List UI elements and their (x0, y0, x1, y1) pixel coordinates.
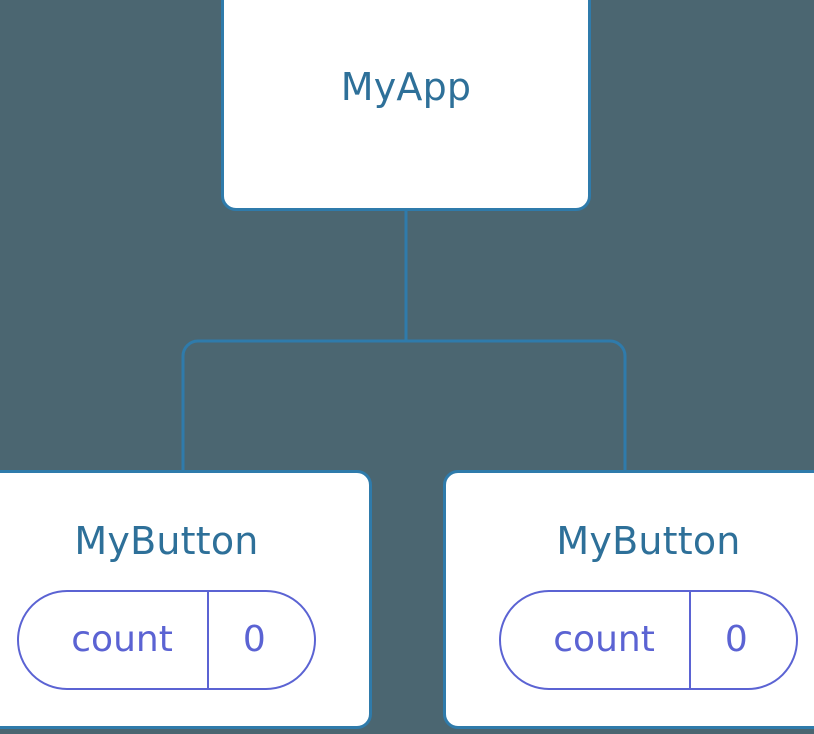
prop-value: 0 (688, 592, 796, 688)
node-title: MyButton (74, 519, 259, 563)
prop-key: count (553, 619, 655, 660)
prop-value: 0 (206, 592, 314, 688)
node-root-myapp[interactable]: MyApp (221, 0, 591, 211)
edge-root-to-child-right (406, 339, 627, 470)
node-child-mybutton-2[interactable]: MyButton count 0 (443, 470, 814, 729)
node-child-mybutton-1[interactable]: MyButton count 0 (0, 470, 372, 729)
prop-pill-count[interactable]: count 0 (17, 590, 316, 690)
node-title: MyApp (340, 64, 472, 109)
edge-root-to-child-left (181, 339, 406, 470)
prop-key: count (71, 619, 173, 660)
node-title: MyButton (556, 519, 741, 563)
prop-pill-count[interactable]: count 0 (499, 590, 798, 690)
